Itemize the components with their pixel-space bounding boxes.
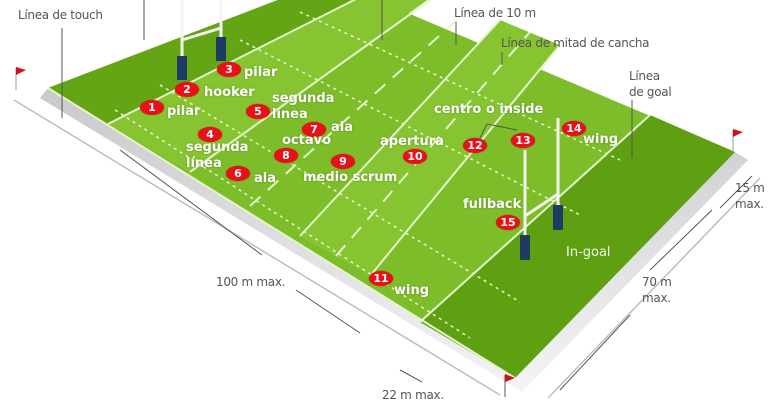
- width-label-1: 70 m: [642, 275, 672, 289]
- corner-flag-icon: [732, 129, 743, 152]
- player-label-4b: línea: [186, 156, 222, 171]
- player-badge-5: 5: [246, 104, 270, 119]
- length-label: 100 m max.: [216, 275, 286, 289]
- leader-centers-12: [479, 123, 488, 139]
- ten-m-line-label: Línea de 10 m: [454, 6, 536, 20]
- stripe: [300, 20, 560, 276]
- far-15m-line: [239, 39, 581, 216]
- post-pad: [520, 235, 530, 260]
- player-badge-14: 14: [562, 121, 586, 136]
- player-label-8: octavo: [282, 133, 332, 148]
- corner-flag-icon: [504, 374, 515, 397]
- player-label-11: wing: [394, 283, 430, 298]
- player-label-3: pilar: [244, 65, 278, 80]
- player-badge-7: 7: [302, 122, 326, 137]
- player-badge-13: 13: [511, 133, 535, 148]
- dim-70-b: [559, 314, 631, 391]
- player-label-5a: segunda: [272, 91, 335, 106]
- right-goal-posts: [520, 118, 563, 260]
- player-label-7: ala: [331, 120, 354, 135]
- post-pad: [177, 56, 187, 80]
- corner-flag-icon: [15, 67, 26, 90]
- near-15m-line: [159, 84, 521, 303]
- player-label-9: medio scrum: [303, 170, 398, 185]
- player-label-14: wing: [583, 132, 619, 147]
- halfway-line-label: Línea de mitad de cancha: [501, 36, 650, 50]
- player-badge-1: 1: [140, 100, 164, 115]
- player-label-5b: línea: [272, 107, 308, 122]
- near-touch-line: [47, 87, 516, 379]
- player-badge-4: 4: [198, 127, 222, 142]
- player-badge-11: 11: [369, 271, 393, 286]
- player-label-15: fullback: [463, 197, 522, 212]
- edge-rule-near: [13, 99, 501, 396]
- dim-70-a: [649, 209, 713, 271]
- player-badge-10: 10: [403, 149, 427, 164]
- post-pad: [553, 205, 563, 230]
- in-goal-depth-label-1: 15 m: [735, 181, 765, 195]
- leader-centers-13: [486, 123, 518, 131]
- left-in-goal: [48, 0, 355, 124]
- player-label-4a: segunda: [186, 140, 249, 155]
- twentytwo-label: 22 m max.: [382, 388, 444, 402]
- dim-15-a: [719, 175, 753, 209]
- touch-line-label: Línea de touch: [18, 8, 103, 22]
- dim-22-a: [399, 369, 423, 383]
- dim-100-a: [119, 149, 263, 256]
- player-label-1: pilar: [167, 104, 201, 119]
- far-5m-line: [299, 11, 621, 161]
- post-pad: [216, 37, 226, 61]
- right-22-line: [369, 44, 561, 277]
- player-badge-2: 2: [175, 82, 199, 97]
- player-label-10: apertura: [380, 134, 444, 149]
- in-goal-label: In-goal: [566, 245, 611, 260]
- near-5m-line: [114, 109, 471, 339]
- player-label-2: hooker: [204, 85, 255, 100]
- right-goal-line: [419, 114, 651, 323]
- goal-line-label-2: de goal: [629, 85, 672, 99]
- player-badge-12: 12: [463, 138, 487, 153]
- left-22-line: [189, 0, 431, 173]
- edge-rule-right: [547, 177, 761, 399]
- stripe: [108, 0, 428, 172]
- halfway-line: [299, 19, 501, 237]
- player-badge-9: 9: [331, 154, 355, 169]
- player-label-6: ala: [254, 171, 277, 186]
- left-goal-posts: [177, 0, 226, 80]
- dim-100-b: [295, 289, 361, 334]
- left-10m-line: [249, 9, 469, 207]
- right-in-goal: [420, 115, 735, 378]
- player-badge-3: 3: [217, 62, 241, 77]
- player-badge-15: 15: [496, 215, 520, 230]
- goal-line-label-1: Línea: [629, 69, 660, 83]
- centers-group-label: centro o inside: [434, 102, 544, 117]
- player-badge-8: 8: [274, 148, 298, 163]
- player-badge-6: 6: [226, 166, 250, 181]
- width-label-2: max.: [642, 291, 671, 305]
- in-goal-depth-label-2: max.: [735, 197, 764, 211]
- right-10m-line: [335, 31, 531, 257]
